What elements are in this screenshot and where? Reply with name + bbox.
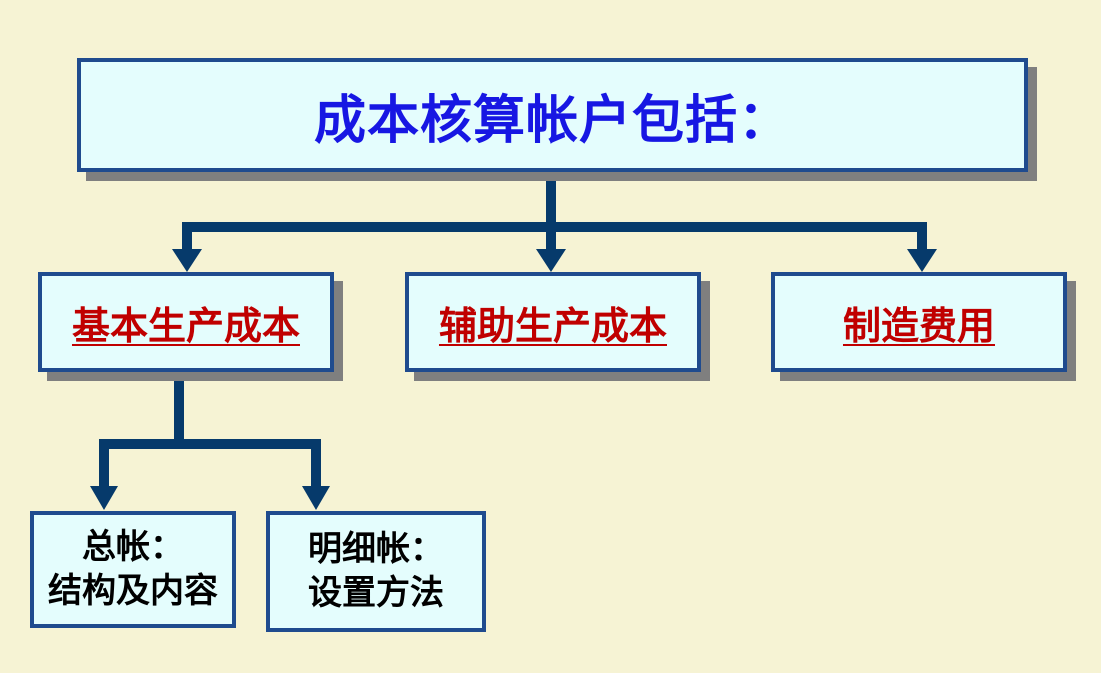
general-ledger-label: 总帐： 结构及内容 — [48, 526, 218, 613]
arrowhead-icon — [172, 249, 202, 272]
arrowhead-icon — [536, 249, 566, 272]
connector-tree-level2 — [99, 372, 321, 489]
subsidiary-ledger-label: 明细帐： 设置方法 — [308, 528, 444, 615]
root-title-label: 成本核算帐户包括： — [313, 92, 791, 150]
manufacturing-overhead-label: 制造费用 — [842, 305, 995, 348]
node-basic-production-cost: 基本生产成本 — [38, 272, 334, 372]
subsidiary-ledger-line2: 设置方法 — [308, 574, 444, 612]
subsidiary-ledger-line1: 明细帐： — [308, 530, 444, 568]
arrowhead-icon — [302, 486, 330, 510]
node-general-ledger: 总帐： 结构及内容 — [30, 511, 236, 628]
auxiliary-production-cost-label: 辅助生产成本 — [438, 305, 667, 348]
node-auxiliary-production-cost: 辅助生产成本 — [405, 272, 701, 372]
connector-tree-level1 — [182, 168, 927, 252]
arrowhead-icon — [907, 249, 937, 272]
basic-production-cost-label: 基本生产成本 — [71, 305, 300, 348]
general-ledger-line2: 结构及内容 — [48, 572, 218, 610]
arrowhead-icon — [90, 486, 118, 510]
general-ledger-line1: 总帐： — [82, 528, 184, 566]
node-subsidiary-ledger: 明细帐： 设置方法 — [266, 511, 486, 632]
node-manufacturing-overhead: 制造费用 — [771, 272, 1067, 372]
node-root-title: 成本核算帐户包括： — [77, 58, 1028, 172]
